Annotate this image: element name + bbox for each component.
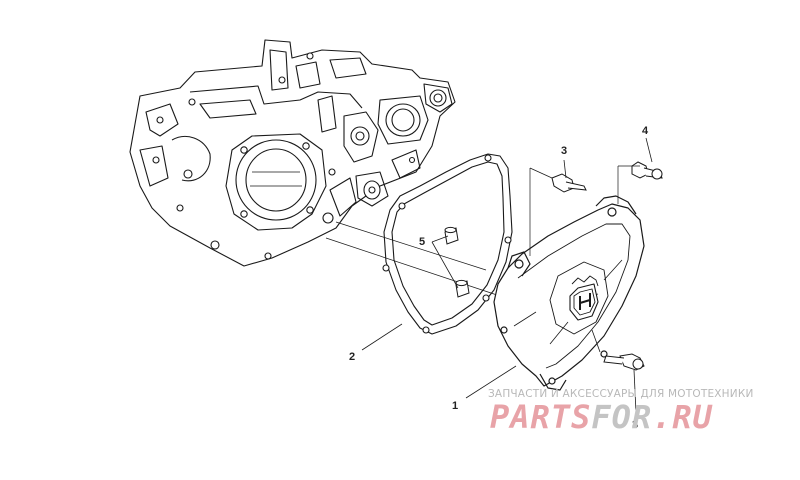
watermark-logo-part3: .RU <box>652 398 713 436</box>
callout-5: 5 <box>419 236 425 248</box>
watermark-logo-part1: PARTS <box>490 398 591 436</box>
callout-leaders <box>361 137 653 413</box>
dowel-pins <box>444 226 470 298</box>
engine-crankcase <box>129 39 456 267</box>
dowel-pin-lower <box>455 279 470 298</box>
watermark-logo-part2: FOR <box>591 398 652 436</box>
alignment-lines <box>325 221 501 297</box>
watermark-logo: PARTSFOR.RU <box>490 398 713 436</box>
cover-gasket <box>382 153 513 335</box>
dowel-pin-upper <box>444 226 459 245</box>
callout-1: 1 <box>452 400 458 412</box>
bolt-upper-right <box>631 161 663 180</box>
watermark-caption: ЗАПЧАСТИ И АКСЕССУАРЫ ДЛЯ МОТОТЕХНИКИ <box>488 388 754 400</box>
callout-3-bottom: 3 <box>632 419 638 431</box>
bolt-top <box>551 173 587 193</box>
callout-labels: 1 2 3 4 5 3 <box>349 125 649 431</box>
bolt-lower <box>603 353 645 371</box>
bolt-guide-lines <box>529 165 640 256</box>
ignition-cover <box>493 195 645 391</box>
callout-4: 4 <box>642 125 649 137</box>
watermark: ЗАПЧАСТИ И АКСЕССУАРЫ ДЛЯ МОТОТЕХНИКИ PA… <box>488 388 754 436</box>
callout-3-top: 3 <box>561 145 567 157</box>
husqvarna-crown-icon <box>569 275 599 321</box>
callout-2: 2 <box>349 351 355 363</box>
